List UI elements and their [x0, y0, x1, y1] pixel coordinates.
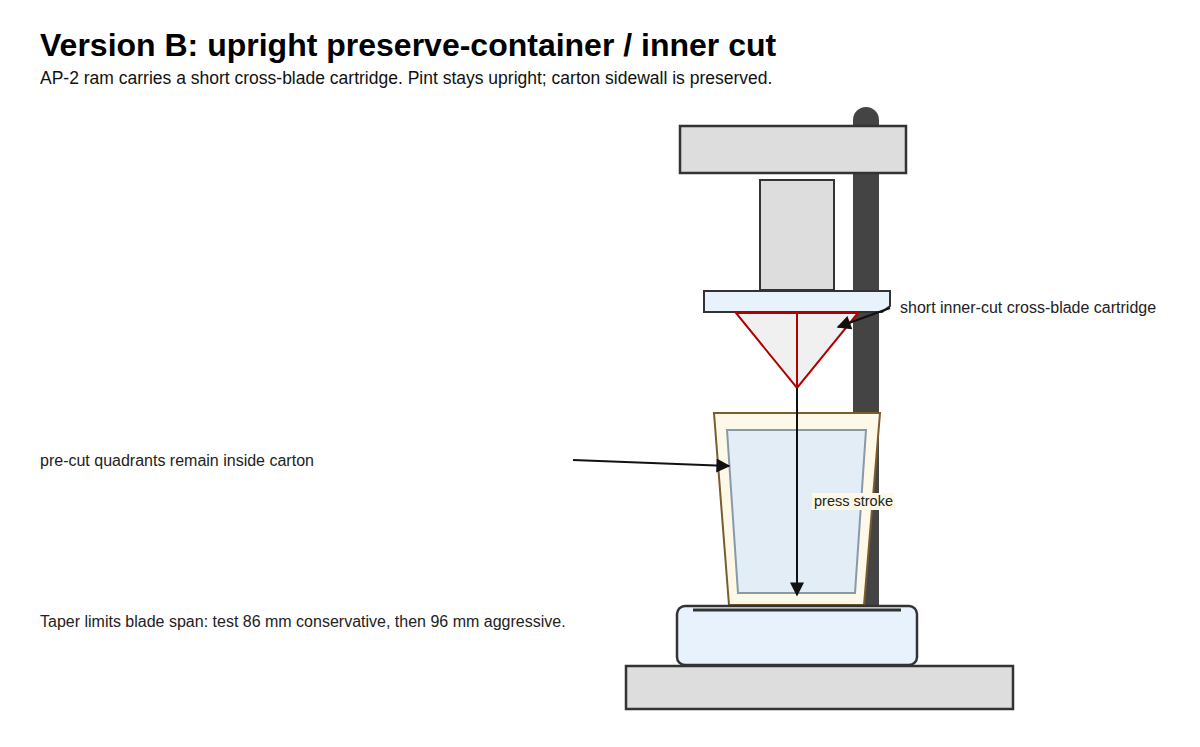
design-note: Taper limits blade span: test 86 mm cons… [40, 612, 566, 631]
stroke-label: press stroke [812, 493, 895, 510]
top-crossbar [680, 126, 906, 173]
cartridge-plate [704, 291, 890, 312]
diagram-title: Version B: upright preserve-container / … [40, 26, 776, 64]
cross-blade-edge [796, 313, 798, 388]
cross-blade [736, 313, 858, 388]
platen [677, 606, 917, 665]
leader-line [573, 460, 729, 466]
leader-line [838, 308, 890, 327]
press-base [626, 666, 1013, 709]
platen-plate [693, 609, 901, 612]
callout-label: pre-cut quadrants remain inside carton [40, 451, 314, 470]
ram [760, 180, 834, 290]
press-stroke-arrow [796, 388, 798, 595]
diagram-caption: AP-2 ram carries a short cross-blade car… [40, 68, 772, 89]
callout-label: short inner-cut cross-blade cartridge [900, 298, 1156, 317]
